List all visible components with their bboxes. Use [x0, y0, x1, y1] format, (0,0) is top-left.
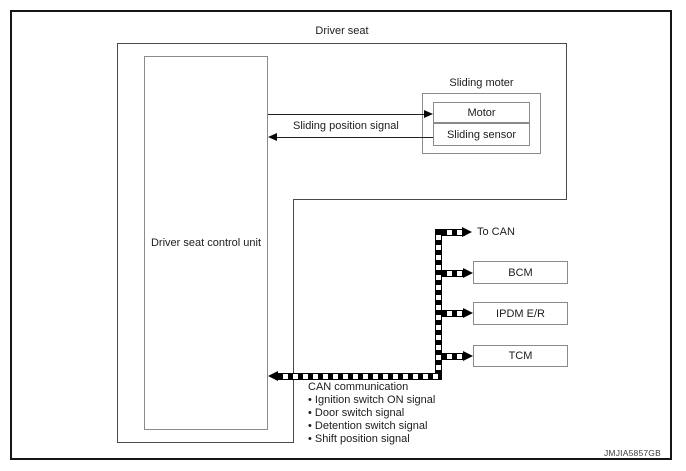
- sliding-position-line: [277, 137, 433, 138]
- bcm-label: BCM: [508, 266, 533, 279]
- to-can-arrowhead-icon: [462, 227, 472, 237]
- can-notes-title: CAN communication: [308, 381, 409, 393]
- bcm-arrowhead-icon: [463, 268, 473, 278]
- sliding-sensor-box: Sliding sensor: [433, 123, 530, 146]
- figure-id: JMJIA5857GB: [603, 448, 661, 458]
- tcm-stub: [441, 353, 463, 360]
- ipdm-er-label: IPDM E/R: [496, 307, 545, 320]
- can-main-arrowhead-icon: [268, 371, 278, 381]
- ipdm-stub: [441, 310, 463, 317]
- can-note-item: • Detention switch signal: [308, 420, 428, 432]
- driver-seat-control-unit-box: Driver seat control unit: [144, 56, 268, 430]
- bcm-stub: [441, 270, 463, 277]
- can-note-item: • Door switch signal: [308, 407, 405, 419]
- sliding-position-signal-label: Sliding position signal: [293, 120, 399, 132]
- tcm-label: TCM: [508, 350, 533, 362]
- motor-label: Motor: [467, 106, 496, 119]
- motor-drive-line: [268, 114, 425, 115]
- tcm-arrowhead-icon: [463, 351, 473, 361]
- sliding-sensor-label: Sliding sensor: [446, 128, 517, 141]
- can-note-item: • Ignition switch ON signal: [308, 394, 436, 406]
- motor-box: Motor: [433, 102, 530, 123]
- tcm-box: TCM: [473, 345, 568, 367]
- to-can-label: To CAN: [477, 226, 515, 238]
- sliding-position-arrowhead-icon: [268, 133, 277, 141]
- driver-seat-label: Driver seat: [315, 25, 369, 37]
- ipdm-arrowhead-icon: [463, 308, 473, 318]
- can-main-line: [277, 373, 442, 380]
- can-notes: CAN communication • Ignition switch ON s…: [308, 381, 435, 446]
- figure-border: [10, 10, 672, 460]
- ipdm-er-box: IPDM E/R: [473, 302, 568, 325]
- bcm-box: BCM: [473, 261, 568, 284]
- can-note-item: • Shift position signal: [308, 433, 410, 445]
- motor-arrowhead-icon: [424, 110, 433, 118]
- driver-seat-control-unit-label: Driver seat control unit: [150, 237, 262, 249]
- sliding-motor-group-label: Sliding moter: [449, 77, 514, 89]
